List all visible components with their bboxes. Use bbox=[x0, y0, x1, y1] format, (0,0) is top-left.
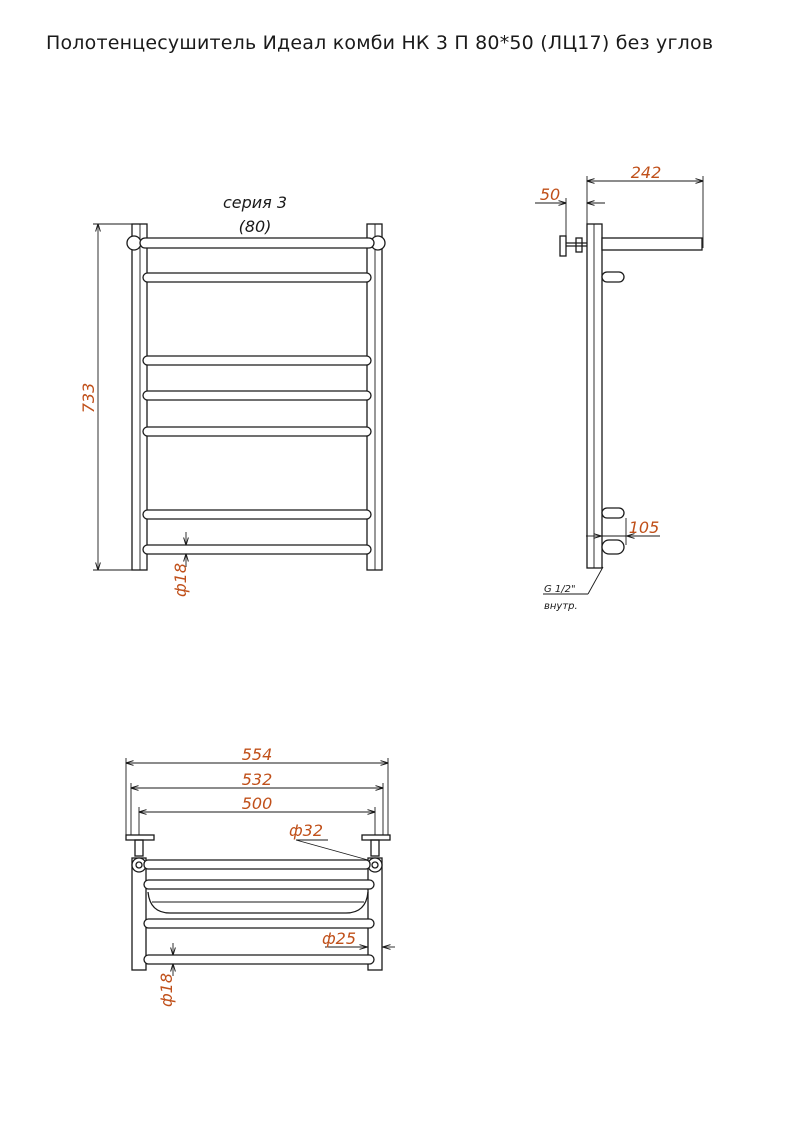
rung bbox=[142, 355, 372, 366]
side-view: 242 50 105 G 1/2" внутр. bbox=[535, 163, 704, 612]
flange-diameter: ф32 bbox=[289, 821, 323, 840]
right-wall-plate bbox=[361, 834, 391, 841]
top-right-pipe bbox=[367, 857, 383, 971]
side-top-shelf bbox=[601, 237, 703, 251]
series-size: (80) bbox=[239, 217, 272, 236]
height-dimension: 733 bbox=[79, 383, 98, 414]
thread-spec: G 1/2" bbox=[544, 584, 576, 595]
side-rung-stub bbox=[601, 271, 625, 283]
rung bbox=[142, 272, 372, 283]
left-top-flange bbox=[126, 235, 142, 251]
top-rung bbox=[143, 918, 375, 929]
wall-bracket-plate bbox=[559, 235, 567, 257]
rung bbox=[142, 544, 372, 555]
bottom-depth-dimension: 105 bbox=[629, 518, 660, 537]
left-wall-plate bbox=[125, 834, 155, 841]
side-rung-stub bbox=[601, 507, 625, 519]
shelf-top-rail bbox=[143, 859, 371, 870]
series-label: серия 3 bbox=[223, 193, 287, 212]
top-view: 554 532 500 bbox=[125, 745, 395, 1007]
thread-note: внутр. bbox=[544, 601, 578, 612]
front-rail-diameter: ф18 bbox=[171, 563, 190, 597]
top-left-pipe bbox=[131, 857, 147, 971]
rung bbox=[142, 426, 372, 437]
front-rungs bbox=[142, 272, 372, 555]
shelf-tray bbox=[147, 891, 369, 914]
wall-offset-dimension: 50 bbox=[540, 185, 560, 204]
side-depth-dimension: 242 bbox=[631, 163, 662, 182]
top-rail-diameter: ф18 bbox=[157, 973, 176, 1007]
pipe-diameter: ф25 bbox=[322, 929, 356, 948]
front-top-rail bbox=[139, 237, 375, 249]
side-rung-stub bbox=[601, 539, 625, 555]
shelf-rail bbox=[143, 879, 375, 890]
rung bbox=[142, 509, 372, 520]
outer-width-dimension: 532 bbox=[242, 770, 273, 789]
side-riser-pipe bbox=[586, 223, 603, 569]
rung bbox=[142, 390, 372, 401]
center-distance-dimension: 500 bbox=[242, 794, 273, 813]
top-rung bbox=[143, 954, 375, 965]
overall-width-dimension: 554 bbox=[242, 745, 273, 764]
front-view: 733 серия 3 (80) ф18 bbox=[79, 193, 386, 597]
drawing-title: Полотенцесушитель Идеал комби НК 3 П 80*… bbox=[46, 32, 714, 54]
